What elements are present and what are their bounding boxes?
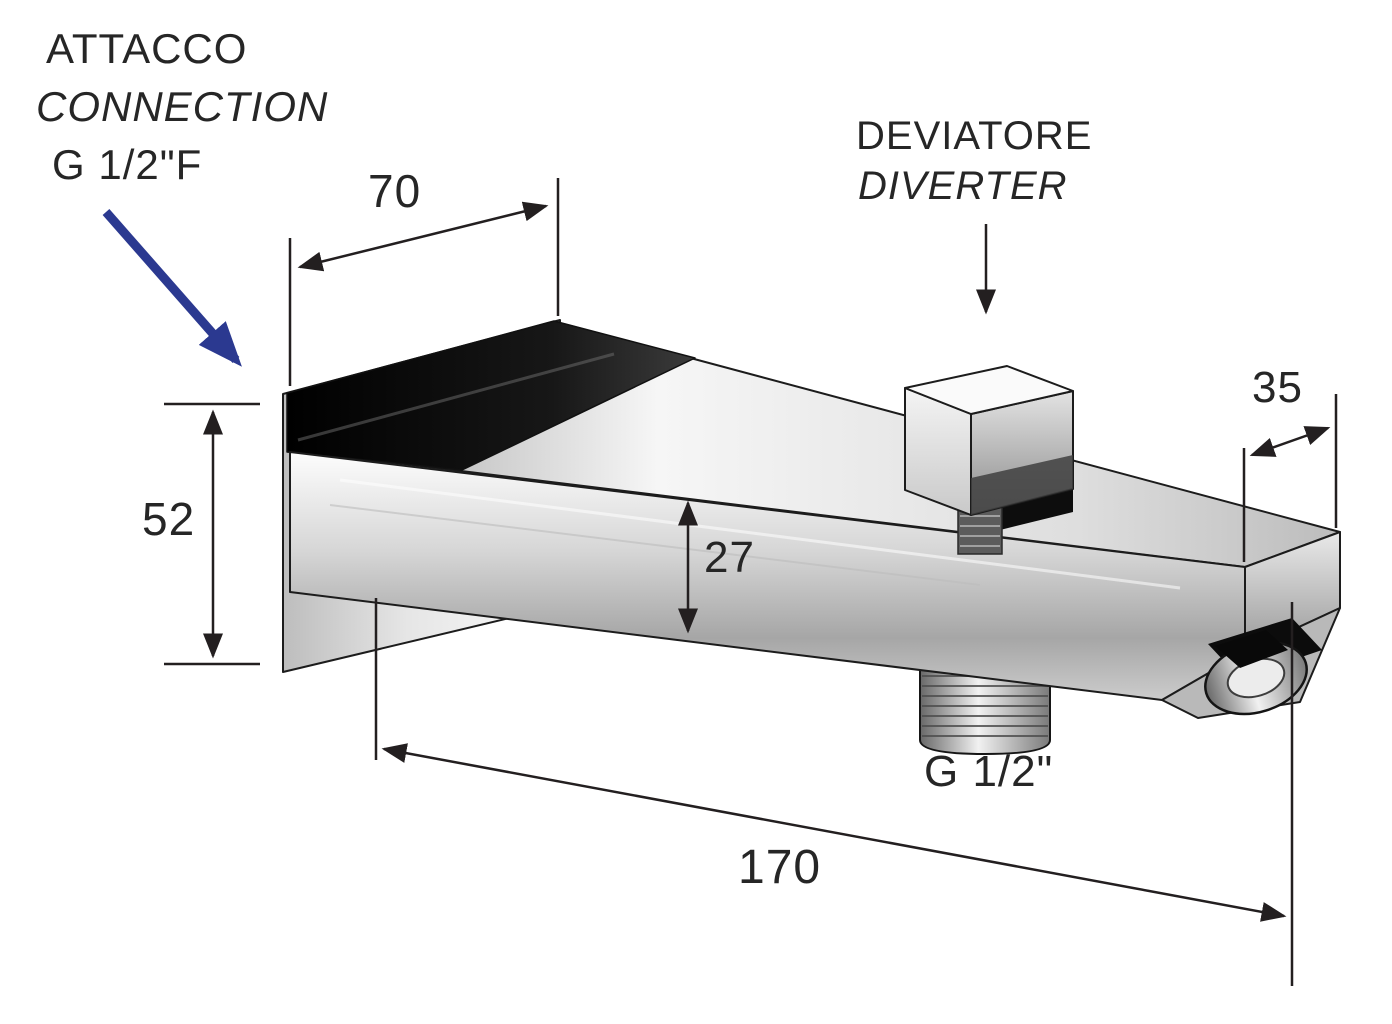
connection-label-line1: ATTACCO [46,25,248,72]
dimension-35 [1242,394,1338,562]
dimension-70-value: 70 [368,165,422,217]
outlet-thread-label: G 1/2" [924,747,1054,796]
diverter-label-line1: DEVIATORE [856,114,1093,158]
dimension-70 [288,178,560,386]
outlet-thread-lines [922,675,1048,737]
diverter-knob [904,365,1074,555]
dimension-170 [374,598,1294,986]
dimension-27-value: 27 [704,533,755,582]
aerator-dark-wedge [1215,630,1288,668]
diverter-label-line2: DIVERTER [858,164,1068,208]
diverter-stem [957,505,1003,555]
spout-end [1161,531,1341,719]
spout-front-face [289,451,1246,701]
dimension-35-value: 35 [1252,363,1303,412]
connection-label-line3: G 1/2"F [52,141,203,188]
dimension-52-value: 52 [142,493,196,545]
connection-label-line2: CONNECTION [36,83,329,130]
dimension-52 [164,402,260,666]
dimension-170-value: 170 [738,841,822,894]
connection-arrow [102,209,242,367]
